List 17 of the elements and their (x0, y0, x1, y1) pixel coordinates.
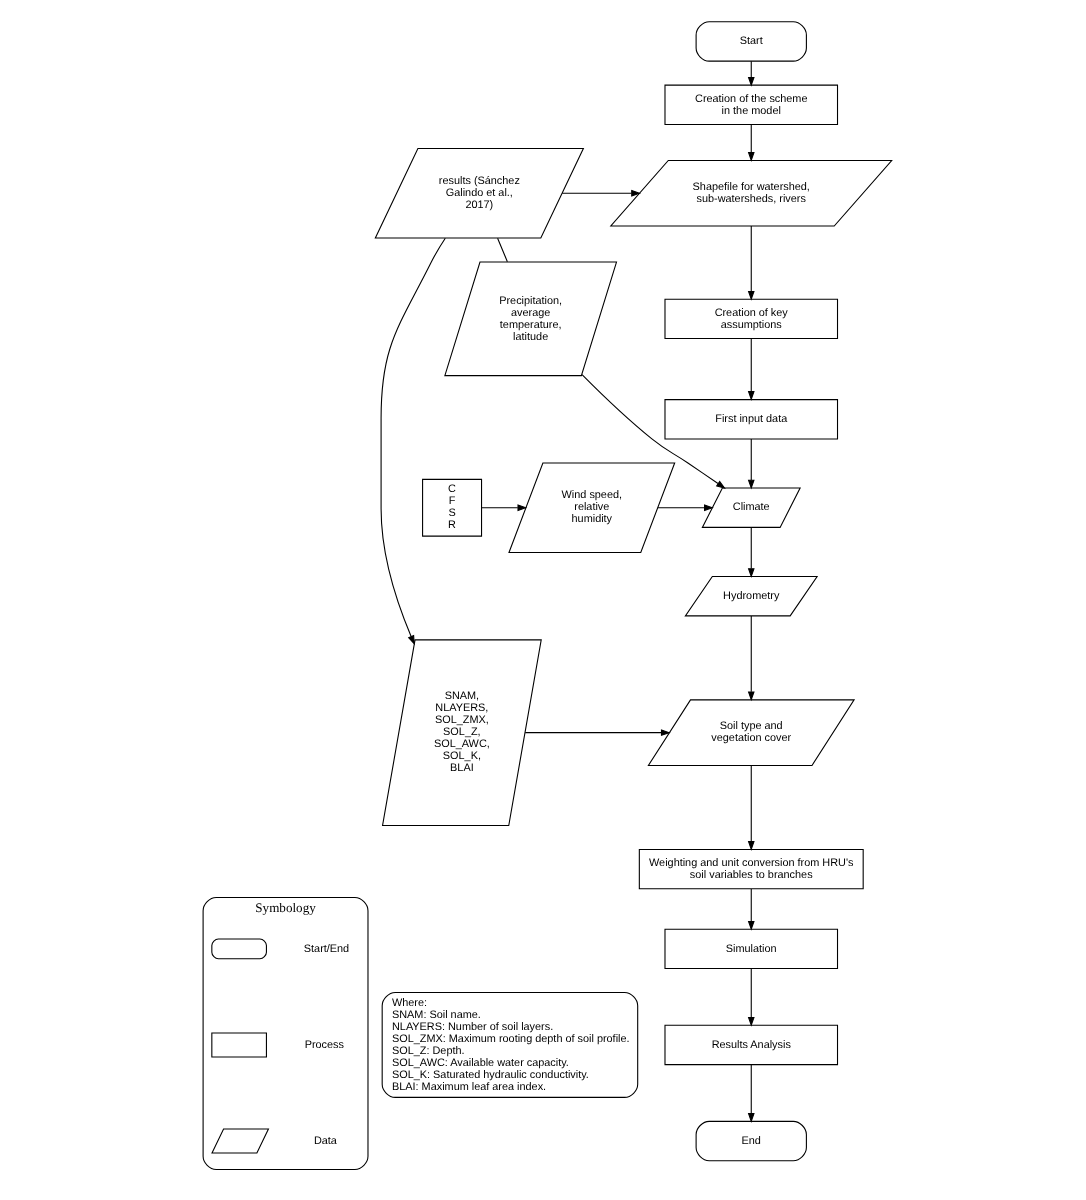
arrow (747, 968, 755, 1027)
arrow (747, 225, 755, 301)
arrow (747, 527, 755, 579)
arrow (524, 729, 671, 737)
arrow (747, 338, 755, 401)
arrow (747, 765, 755, 851)
connector (497, 237, 508, 263)
arrow (581, 374, 726, 489)
arrow (657, 504, 714, 512)
arrow (747, 1064, 755, 1123)
arrow (747, 124, 755, 162)
arrow (380, 237, 446, 646)
arrow (747, 888, 755, 931)
arrow (561, 189, 641, 197)
arrow (481, 504, 528, 512)
arrow (747, 615, 755, 702)
arrow (747, 438, 755, 490)
